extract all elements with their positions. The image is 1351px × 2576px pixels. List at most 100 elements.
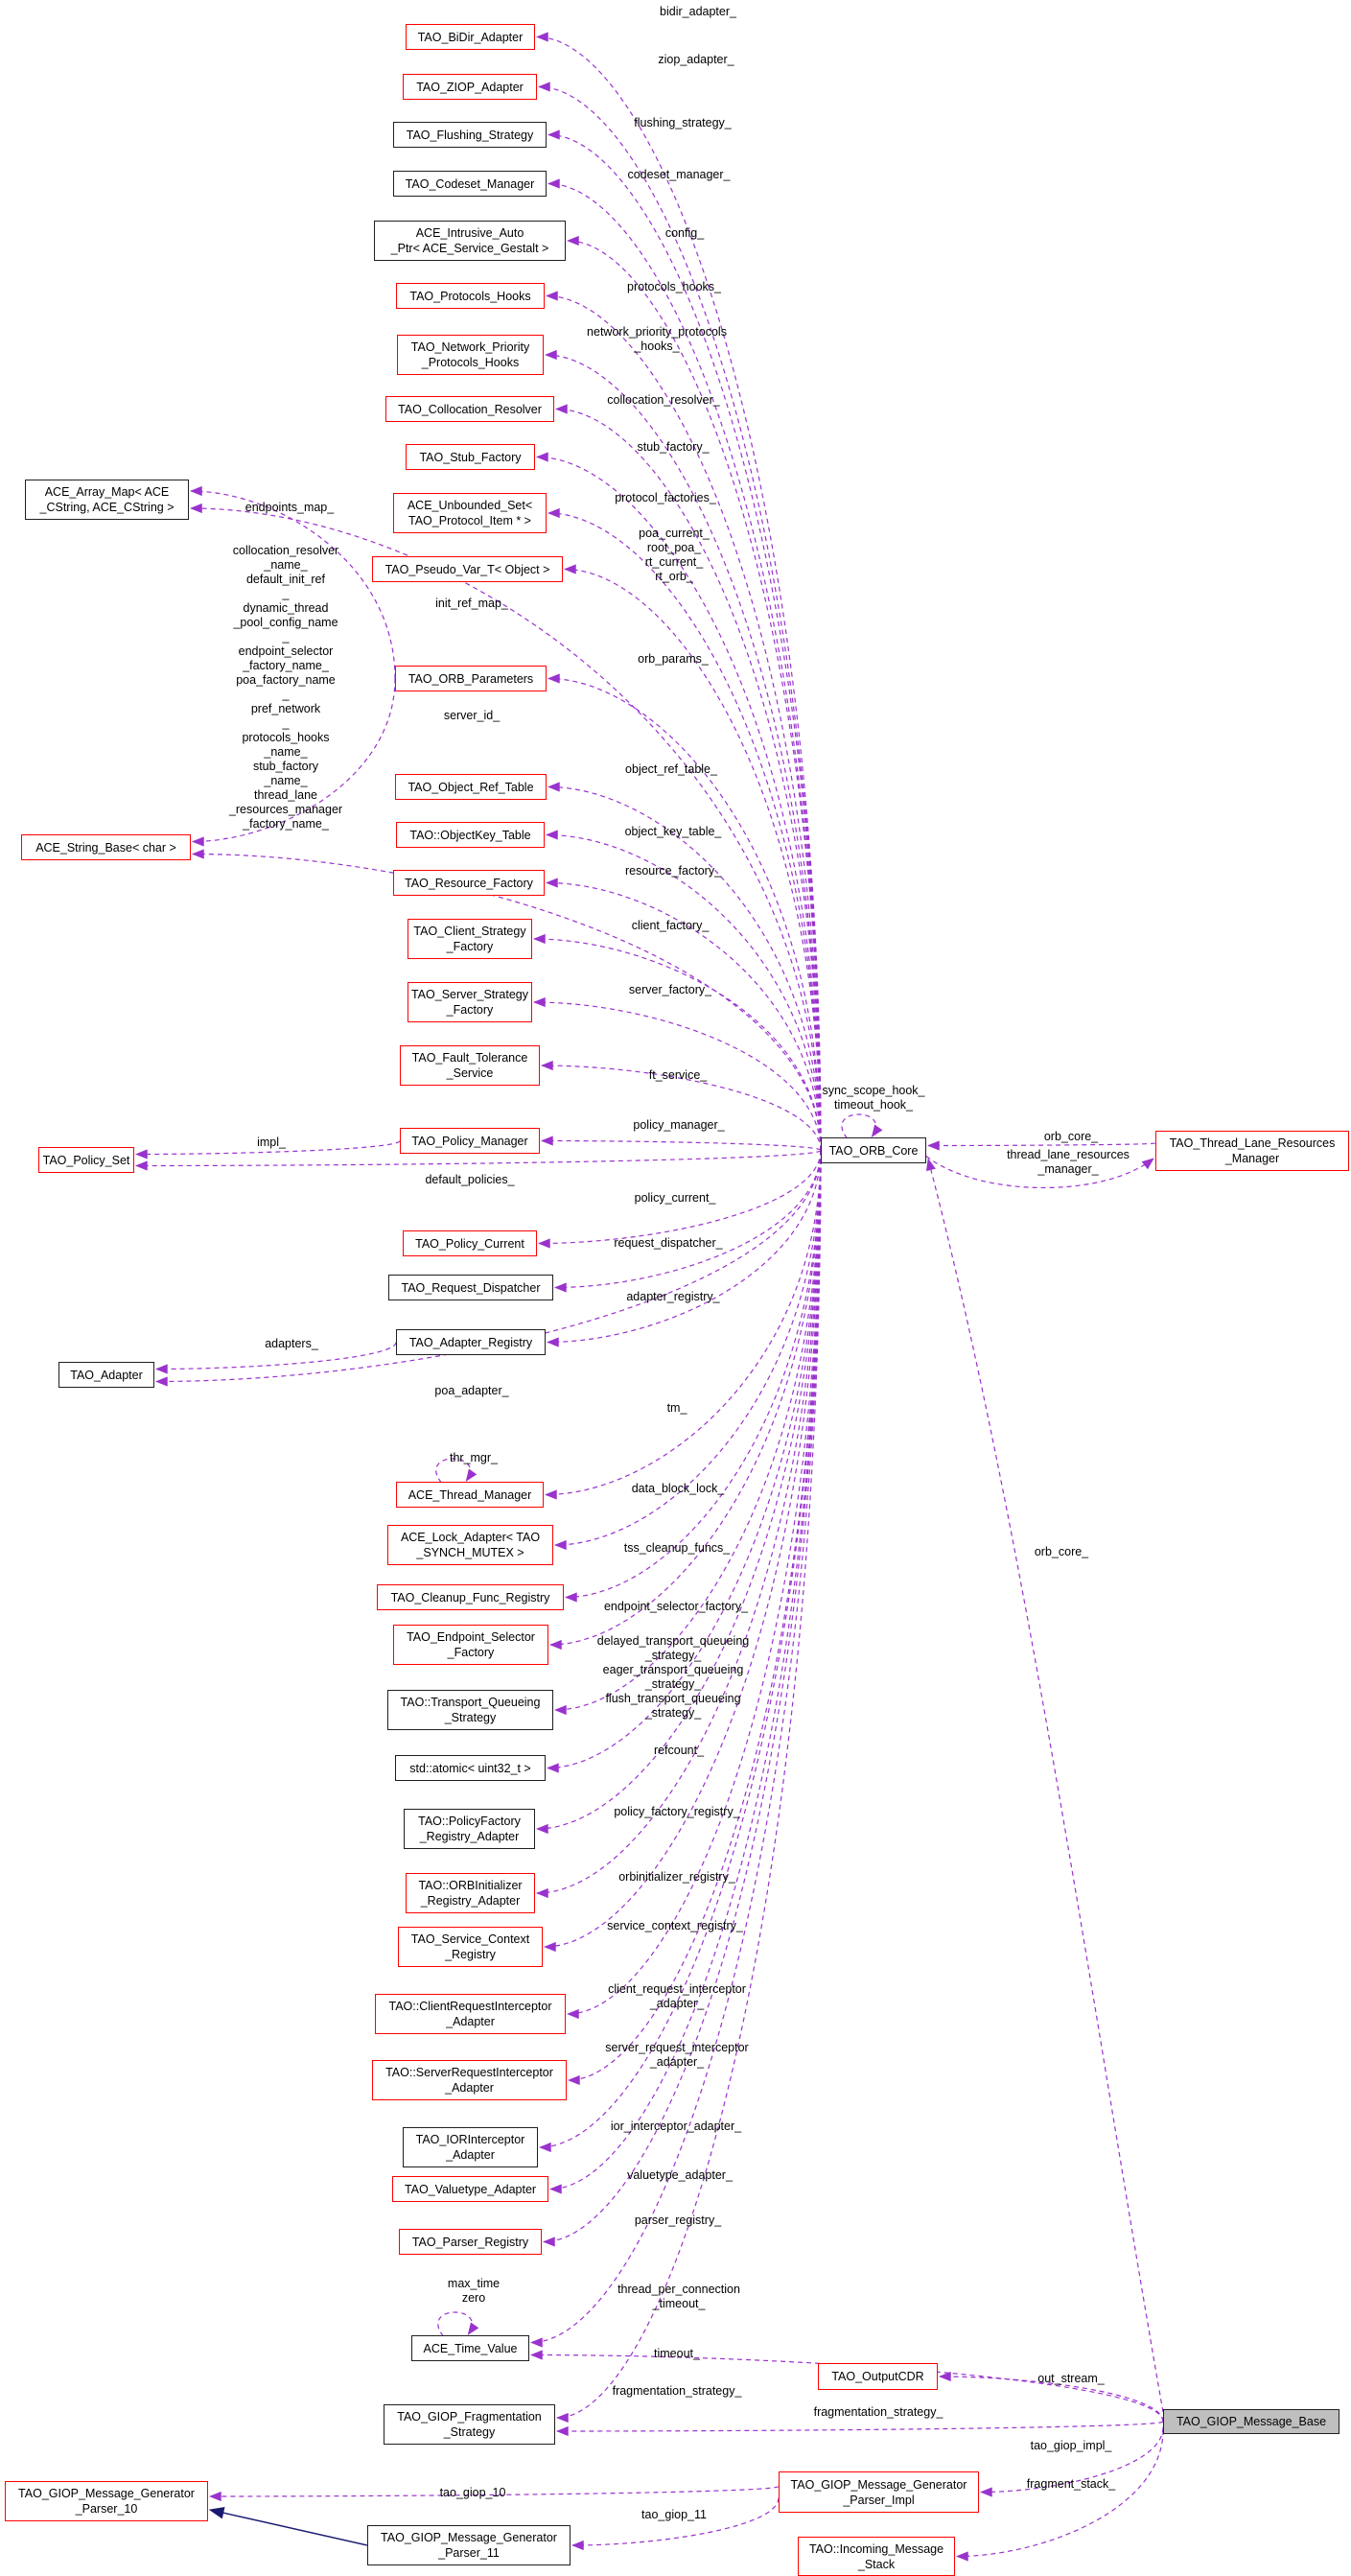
- usage-edge: [532, 996, 822, 1151]
- node-output_cdr[interactable]: TAO_OutputCDR: [818, 2363, 938, 2390]
- node-parser_10[interactable]: TAO_GIOP_Message_Generator_Parser_10: [5, 2481, 208, 2521]
- node-endpoint_selector[interactable]: TAO_Endpoint_Selector_Factory: [393, 1625, 548, 1665]
- edge-label: adapter_registry_: [626, 1290, 720, 1303]
- node-policy_manager[interactable]: TAO_Policy_Manager: [400, 1128, 540, 1154]
- edge-label: client_factory_: [631, 919, 710, 932]
- usage-edge: [529, 1150, 822, 2348]
- usage-edge: [547, 507, 822, 1151]
- usage-edge: [555, 2421, 1164, 2437]
- node-bidir[interactable]: TAO_BiDir_Adapter: [406, 24, 535, 50]
- edge-label: protocols_hooks_: [627, 280, 721, 293]
- node-objectkey_table[interactable]: TAO::ObjectKey_Table: [396, 822, 545, 848]
- node-giop_frag[interactable]: TAO_GIOP_Fragmentation_Strategy: [384, 2404, 555, 2445]
- node-service_context[interactable]: TAO_Service_Context_Registry: [398, 1927, 543, 1967]
- edge-label: protocol_factories_: [615, 491, 716, 504]
- node-fault_tolerance[interactable]: TAO_Fault_Tolerance_Service: [400, 1045, 540, 1086]
- edge-label: tao_giop_impl_: [1030, 2439, 1112, 2452]
- edge-label: fragment_stack_: [1026, 2477, 1116, 2491]
- usage-edge: [189, 503, 822, 1151]
- node-object_ref_table[interactable]: TAO_Object_Ref_Table: [395, 774, 547, 800]
- edge-label: orb_core_: [1043, 1130, 1099, 1143]
- node-server_strategy[interactable]: TAO_Server_Strategy_Factory: [408, 982, 532, 1022]
- edge-label: delayed_transport_queueing_strategy_eage…: [596, 1634, 750, 1720]
- node-time_value[interactable]: ACE_Time_Value: [411, 2335, 529, 2361]
- node-codeset[interactable]: TAO_Codeset_Manager: [393, 171, 547, 197]
- node-incoming_stack[interactable]: TAO::Incoming_Message_Stack: [798, 2537, 955, 2576]
- node-stub_factory[interactable]: TAO_Stub_Factory: [406, 444, 535, 470]
- node-parser_11[interactable]: TAO_GIOP_Message_Generator_Parser_11: [367, 2525, 571, 2565]
- node-server_interceptor[interactable]: TAO::ServerRequestInterceptor_Adapter: [372, 2060, 567, 2100]
- usage-edge: [537, 1150, 822, 1249]
- node-valuetype[interactable]: TAO_Valuetype_Adapter: [392, 2176, 548, 2202]
- node-request_dispatcher[interactable]: TAO_Request_Dispatcher: [388, 1275, 553, 1300]
- edge-label: default_policies_: [425, 1173, 515, 1186]
- node-resource_factory[interactable]: TAO_Resource_Factory: [393, 870, 545, 896]
- usage-edge: [537, 82, 822, 1151]
- node-lock_adapter[interactable]: ACE_Lock_Adapter< TAO_SYNCH_MUTEX >: [387, 1525, 553, 1565]
- node-adapter[interactable]: TAO_Adapter: [58, 1362, 154, 1388]
- usage-edge: [540, 1136, 822, 1152]
- usage-edge: [435, 1458, 478, 1484]
- edge-label: object_key_table_: [624, 825, 722, 838]
- node-ior_interceptor[interactable]: TAO_IORInterceptor_Adapter: [403, 2127, 538, 2167]
- node-orb_core[interactable]: TAO_ORB_Core: [821, 1137, 926, 1163]
- node-policyfactory[interactable]: TAO::PolicyFactory_Registry_Adapter: [404, 1809, 535, 1849]
- edge-label: stub_factory_: [637, 440, 710, 454]
- edge-label: data_block_lock_: [631, 1482, 725, 1495]
- usage-edge: [191, 849, 822, 1151]
- usage-edge: [566, 1150, 822, 2020]
- node-cleanup_func[interactable]: TAO_Cleanup_Func_Registry: [377, 1584, 564, 1610]
- node-collocation_resolver[interactable]: TAO_Collocation_Resolver: [385, 396, 554, 422]
- inheritance-edge: [208, 2507, 368, 2546]
- node-parser_registry[interactable]: TAO_Parser_Registry: [399, 2229, 542, 2255]
- node-adapter_registry[interactable]: TAO_Adapter_Registry: [396, 1329, 546, 1355]
- edge-label: client_request_interceptor_adapter_: [608, 1982, 746, 2010]
- node-orbinitializer[interactable]: TAO::ORBInitializer_Registry_Adapter: [406, 1873, 535, 1913]
- edge-label: tao_giop_11: [641, 2508, 707, 2521]
- usage-edge: [543, 1150, 822, 1953]
- node-network_priority[interactable]: TAO_Network_Priority_Protocols_Hooks: [397, 335, 544, 375]
- usage-edge: [548, 1150, 822, 1651]
- usage-edge: [134, 1149, 822, 1171]
- edge-label: impl_: [257, 1136, 286, 1149]
- edge-label: flushing_strategy_: [634, 116, 732, 129]
- usage-edge: [154, 1150, 822, 1387]
- node-client_strategy[interactable]: TAO_Client_Strategy_Factory: [408, 919, 532, 959]
- node-flushing[interactable]: TAO_Flushing_Strategy: [393, 122, 547, 148]
- usage-edge: [979, 2426, 1164, 2497]
- node-intrusive[interactable]: ACE_Intrusive_Auto_Ptr< ACE_Service_Gest…: [374, 221, 566, 261]
- usage-edge: [189, 485, 396, 679]
- node-thread_manager[interactable]: ACE_Thread_Manager: [396, 1482, 544, 1508]
- edge-label: thr_mgr_: [449, 1451, 499, 1464]
- node-orb_params[interactable]: TAO_ORB_Parameters: [395, 666, 547, 691]
- node-message_base[interactable]: TAO_GIOP_Message_Base: [1163, 2409, 1339, 2434]
- edge-label: sync_scope_hook_timeout_hook_: [822, 1084, 925, 1112]
- node-transport_queueing[interactable]: TAO::Transport_Queueing_Strategy: [387, 1690, 553, 1730]
- edge-label: thread_per_connection_timeout_: [617, 2283, 740, 2310]
- node-ziop[interactable]: TAO_ZIOP_Adapter: [403, 74, 537, 100]
- node-atomic[interactable]: std::atomic< uint32_t >: [395, 1755, 546, 1781]
- usage-edge: [955, 2429, 1164, 2562]
- node-parser_impl[interactable]: TAO_GIOP_Message_Generator_Parser_Impl: [779, 2471, 979, 2513]
- node-protocols_hooks[interactable]: TAO_Protocols_Hooks: [396, 283, 545, 309]
- edge-label: orb_core_: [1034, 1545, 1089, 1558]
- usage-edge: [535, 32, 822, 1151]
- edge-label: object_ref_table_: [625, 762, 717, 776]
- node-policy_set[interactable]: TAO_Policy_Set: [38, 1147, 134, 1173]
- node-thread_lane[interactable]: TAO_Thread_Lane_Resources_Manager: [1155, 1131, 1349, 1171]
- node-unbounded_set[interactable]: ACE_Unbounded_Set<TAO_Protocol_Item * >: [393, 493, 547, 533]
- usage-edge: [154, 1342, 397, 1374]
- node-string_base[interactable]: ACE_String_Base< char >: [21, 834, 191, 860]
- node-client_interceptor[interactable]: TAO::ClientRequestInterceptor_Adapter: [375, 1994, 566, 2034]
- usage-edge: [553, 1150, 822, 1551]
- edge-label: ft_service_: [648, 1068, 708, 1082]
- edge-label: poa_current_root_poa_rt_current_rt_orb_: [639, 527, 710, 583]
- node-pseudo_var[interactable]: TAO_Pseudo_Var_T< Object >: [372, 556, 563, 582]
- usage-edge: [571, 2497, 780, 2551]
- node-policy_current[interactable]: TAO_Policy_Current: [403, 1230, 537, 1256]
- usage-edge: [553, 1150, 822, 1716]
- edge-label: init_ref_map_: [435, 597, 508, 610]
- node-array_map[interactable]: ACE_Array_Map< ACE_CString, ACE_CString …: [25, 480, 189, 520]
